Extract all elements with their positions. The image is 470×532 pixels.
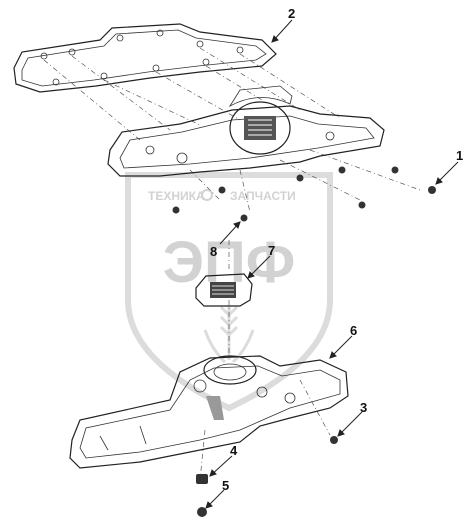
callout-2: 2	[288, 6, 295, 21]
callout-arrows	[205, 19, 459, 509]
callout-6: 6	[350, 323, 357, 338]
callout-7: 7	[268, 243, 275, 258]
watermark-gear-icon	[201, 189, 213, 201]
callout-3: 3	[360, 400, 367, 415]
watermark-text-left: ТЕХНИКА	[148, 189, 205, 203]
callout-labels: 1 2 3 4 5 6 7 8	[210, 6, 463, 493]
alignment-lines	[43, 47, 421, 481]
upper-cover	[107, 85, 385, 177]
bolts-lower	[196, 436, 338, 517]
callout-5: 5	[222, 478, 229, 493]
gasket	[13, 23, 277, 93]
callout-4: 4	[230, 443, 238, 458]
callout-1: 1	[456, 148, 463, 163]
bolts-upper	[172, 166, 436, 222]
callout-8: 8	[210, 244, 217, 259]
watermark-shield	[125, 172, 333, 412]
lower-manifold	[69, 355, 349, 469]
sensor-module	[195, 273, 253, 307]
watermark: ТЕХНИКА ЗАПЧАСТИ ЭПФ	[125, 172, 333, 412]
watermark-text-right: ЗАПЧАСТИ	[230, 189, 296, 203]
